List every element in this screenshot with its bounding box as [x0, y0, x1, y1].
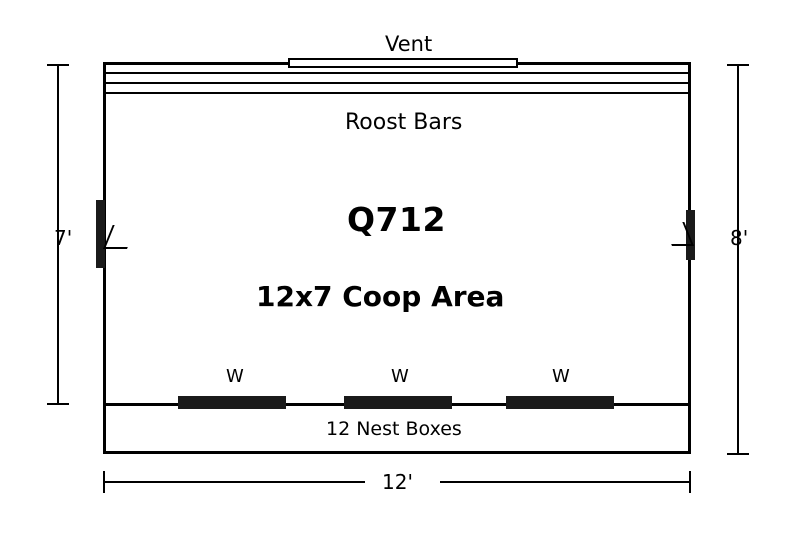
vent-label: Vent	[385, 32, 433, 56]
window-bar-center	[344, 396, 452, 409]
coop-area-label: 12x7 Coop Area	[256, 280, 505, 313]
nest-boxes-label: 12 Nest Boxes	[326, 418, 462, 440]
dimension-label-right: 8'	[730, 226, 749, 250]
dimension-tick-right-top	[727, 64, 749, 66]
dimension-line-left	[57, 64, 59, 404]
dimension-tick-right-bottom	[727, 453, 749, 455]
dimension-tick-left-bottom	[47, 403, 69, 405]
window-bar-right	[506, 396, 614, 409]
window-label-center: W	[391, 366, 409, 387]
window-bar-left	[178, 396, 286, 409]
dimension-line-bottom-right	[440, 481, 691, 483]
window-label-left: W	[226, 366, 244, 387]
roost-bars-label: Roost Bars	[345, 110, 463, 135]
dimension-tick-bottom-right	[689, 471, 691, 493]
roost-bar-line-1	[103, 72, 691, 74]
coop-outline-rectangle	[103, 62, 691, 454]
model-number-label: Q712	[347, 200, 446, 239]
roost-bar-line-2	[103, 82, 691, 84]
dimension-tick-left-top	[47, 64, 69, 66]
dimension-tick-bottom-left	[103, 471, 105, 493]
roost-bar-line-3	[103, 92, 691, 94]
dimension-label-left: 7'	[54, 226, 73, 250]
dimension-line-bottom-left	[103, 481, 365, 483]
vent-bar	[288, 58, 518, 68]
window-label-right: W	[552, 366, 570, 387]
door-right-panel	[686, 210, 695, 260]
dimension-label-bottom: 12'	[382, 470, 413, 494]
dimension-line-right	[737, 64, 739, 454]
door-left-panel	[96, 200, 105, 268]
